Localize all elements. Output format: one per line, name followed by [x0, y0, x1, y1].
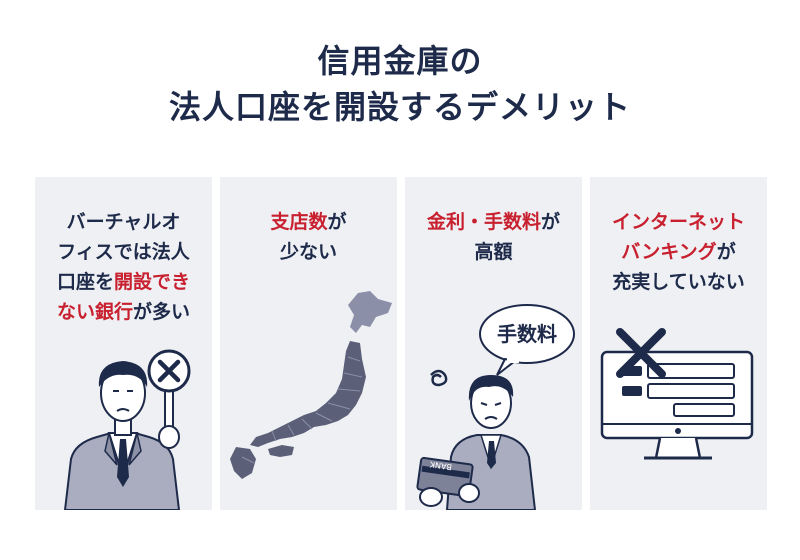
panel-caption: 支店数が少ない: [220, 207, 397, 267]
caption-highlight: ない銀行: [56, 301, 133, 323]
caption-line: インターネット: [590, 207, 767, 237]
bubble-text: 手数料: [497, 322, 557, 346]
caption-text: バーチャルオ: [66, 211, 181, 233]
caption-line: 充実していない: [590, 267, 767, 297]
panel-few-branches: 支店数が少ない: [220, 177, 397, 510]
caption-text: 充実していない: [612, 271, 745, 293]
caption-text: が: [541, 211, 561, 233]
caption-text: が多い: [133, 301, 191, 323]
caption-highlight: 金利・手数料: [426, 211, 541, 233]
map-kyushu: [230, 447, 256, 479]
title-line-2: 法人口座を開設するデメリット: [168, 88, 631, 126]
fee-worried-man-illustration: 手数料 BANK: [416, 304, 575, 510]
cross-mark-icon: [616, 328, 666, 378]
map-shikoku: [268, 445, 294, 457]
bank-card-icon: BANK: [416, 456, 474, 498]
computer-monitor-icon: [600, 328, 754, 460]
map-honshu: [250, 341, 366, 447]
caption-line: ない銀行が多い: [35, 297, 212, 327]
caption-line: 高額: [405, 237, 582, 267]
caption-highlight: バンキング: [621, 241, 717, 263]
caption-line: 口座を開設でき: [35, 267, 212, 297]
page-title: 信用金庫の 法人口座を開設するデメリット: [0, 38, 800, 130]
caption-highlight: 開設でき: [114, 271, 191, 293]
panel-caption: インターネットバンキングが充実していない: [590, 207, 767, 297]
panel-high-fees: 金利・手数料が高額 手数料 BANK: [405, 177, 582, 510]
businessman-illustration: [63, 349, 191, 510]
card-text: BANK: [429, 459, 453, 471]
no-sign-icon: [147, 349, 191, 393]
caption-text: 少ない: [279, 241, 337, 263]
caption-line: バンキングが: [590, 237, 767, 267]
caption-text: 口座を: [56, 271, 114, 293]
panel-caption: 金利・手数料が高額: [405, 207, 582, 267]
dizzy-spiral-icon: [430, 369, 448, 387]
caption-text: フィスでは法人: [57, 241, 190, 263]
caption-text: が: [327, 211, 347, 233]
caption-line: 金利・手数料が: [405, 207, 582, 237]
japan-map-icon: [230, 291, 392, 479]
map-hokkaido: [348, 291, 392, 333]
fee-speech-bubble: 手数料: [479, 304, 575, 376]
caption-text: が: [716, 241, 736, 263]
caption-line: バーチャルオ: [35, 207, 212, 237]
title-line-1: 信用金庫の: [317, 42, 483, 80]
caption-highlight: インターネット: [611, 211, 745, 233]
caption-line: フィスでは法人: [35, 237, 212, 267]
caption-text: 高額: [474, 241, 513, 263]
panel-weak-internet-banking: インターネットバンキングが充実していない: [590, 177, 767, 510]
panel-caption: バーチャルオフィスでは法人口座を開設できない銀行が多い: [35, 207, 212, 327]
panel-no-virtual-office: バーチャルオフィスでは法人口座を開設できない銀行が多い: [35, 177, 212, 510]
caption-line: 支店数が: [220, 207, 397, 237]
caption-line: 少ない: [220, 237, 397, 267]
caption-highlight: 支店数: [270, 211, 328, 233]
